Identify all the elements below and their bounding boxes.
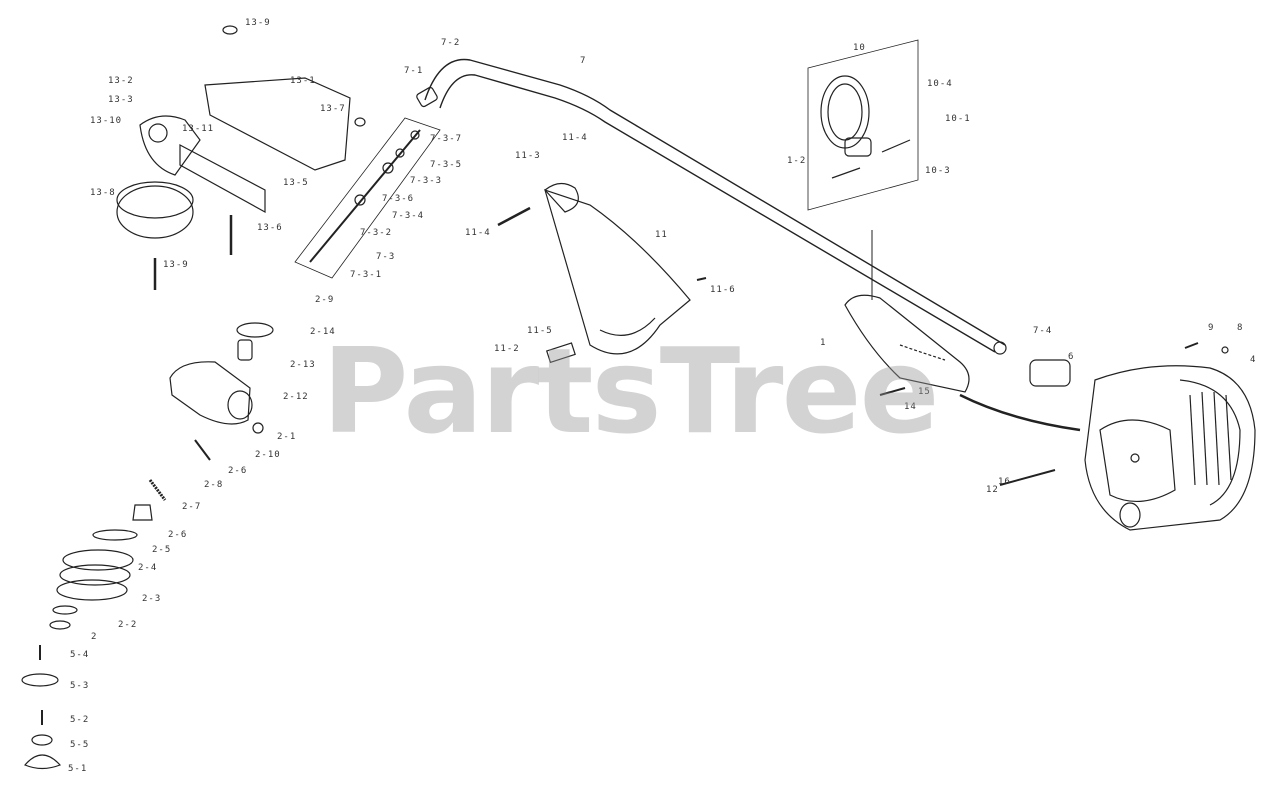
part-label: 2-9 — [315, 295, 335, 305]
loop-handle — [807, 39, 919, 211]
throttle-handle — [844, 294, 1081, 432]
part-label: 2-4 — [138, 563, 158, 573]
engine-assembly — [999, 365, 1256, 531]
part-label: 10 — [853, 43, 866, 53]
part-label: 13-9 — [163, 260, 189, 270]
part-label: 7-3-3 — [410, 176, 443, 186]
bracket-assembly — [116, 25, 366, 290]
part-label: 2-12 — [283, 392, 309, 402]
part-label: 7-3-6 — [382, 194, 415, 204]
part-label: 16 — [998, 477, 1011, 487]
part-label: 10-4 — [927, 79, 953, 89]
part-label: 7-3-4 — [392, 211, 425, 221]
part-label: 12 — [986, 485, 999, 495]
part-label: 13-11 — [182, 124, 215, 134]
part-label: 1-2 — [787, 156, 807, 166]
drive-shaft — [424, 58, 1007, 355]
part-label: 1 — [820, 338, 827, 348]
part-label: 5-1 — [68, 764, 88, 774]
part-label: 13-1 — [290, 76, 316, 86]
cutting-head-stack — [21, 439, 211, 770]
part-label: 2-14 — [310, 327, 336, 337]
part-label: 11-4 — [465, 228, 491, 238]
watermark: PartsTree — [322, 322, 940, 460]
part-label: 7 — [580, 56, 587, 66]
shaft-parts — [294, 86, 441, 279]
part-label: 11-2 — [494, 344, 520, 354]
part-label: 13-7 — [320, 104, 346, 114]
part-label: 2-6 — [228, 466, 248, 476]
part-label: 7-3-1 — [350, 270, 383, 280]
part-label: 10-3 — [925, 166, 951, 176]
part-label: 11-5 — [527, 326, 553, 336]
part-label: 11-6 — [710, 285, 736, 295]
part-label: 2-8 — [204, 480, 224, 490]
part-label: 7-2 — [441, 38, 461, 48]
part-label: 13-3 — [108, 95, 134, 105]
part-label: 13-8 — [90, 188, 116, 198]
part-label: 15 — [918, 387, 931, 397]
part-label: 2-2 — [118, 620, 138, 630]
part-label: 13-2 — [108, 76, 134, 86]
part-label: 2-13 — [290, 360, 316, 370]
part-label: 2-7 — [182, 502, 202, 512]
debris-guard — [497, 182, 707, 364]
part-label: 7-3-5 — [430, 160, 463, 170]
part-label: 11 — [655, 230, 668, 240]
fasteners — [879, 342, 1229, 396]
part-label: 2-10 — [255, 450, 281, 460]
part-label: 5-3 — [70, 681, 90, 691]
part-label: 2-6 — [168, 530, 188, 540]
gearhead — [169, 322, 274, 434]
part-label: 2-1 — [277, 432, 297, 442]
part-label: 7-3-7 — [430, 134, 463, 144]
part-label: 6 — [1068, 352, 1075, 362]
part-label: 2 — [91, 632, 98, 642]
part-label: 7-3 — [376, 252, 396, 262]
part-label: 13-6 — [257, 223, 283, 233]
part-label: 9 — [1208, 323, 1215, 333]
part-label: 11-4 — [562, 133, 588, 143]
part-label: 5-5 — [70, 740, 90, 750]
part-label: 14 — [904, 402, 917, 412]
part-label: 2-3 — [142, 594, 162, 604]
part-label: 7-1 — [404, 66, 424, 76]
part-label: 13-10 — [90, 116, 123, 126]
part-label: 2-5 — [152, 545, 172, 555]
part-label: 10-1 — [945, 114, 971, 124]
part-label: 11-3 — [515, 151, 541, 161]
part-label: 7-4 — [1033, 326, 1053, 336]
part-label: 13-9 — [245, 18, 271, 28]
part-label: 7-3-2 — [360, 228, 393, 238]
part-label: 4 — [1250, 355, 1257, 365]
part-label: 13-5 — [283, 178, 309, 188]
part-label: 5-2 — [70, 715, 90, 725]
part-label: 8 — [1237, 323, 1244, 333]
part-label: 5-4 — [70, 650, 90, 660]
